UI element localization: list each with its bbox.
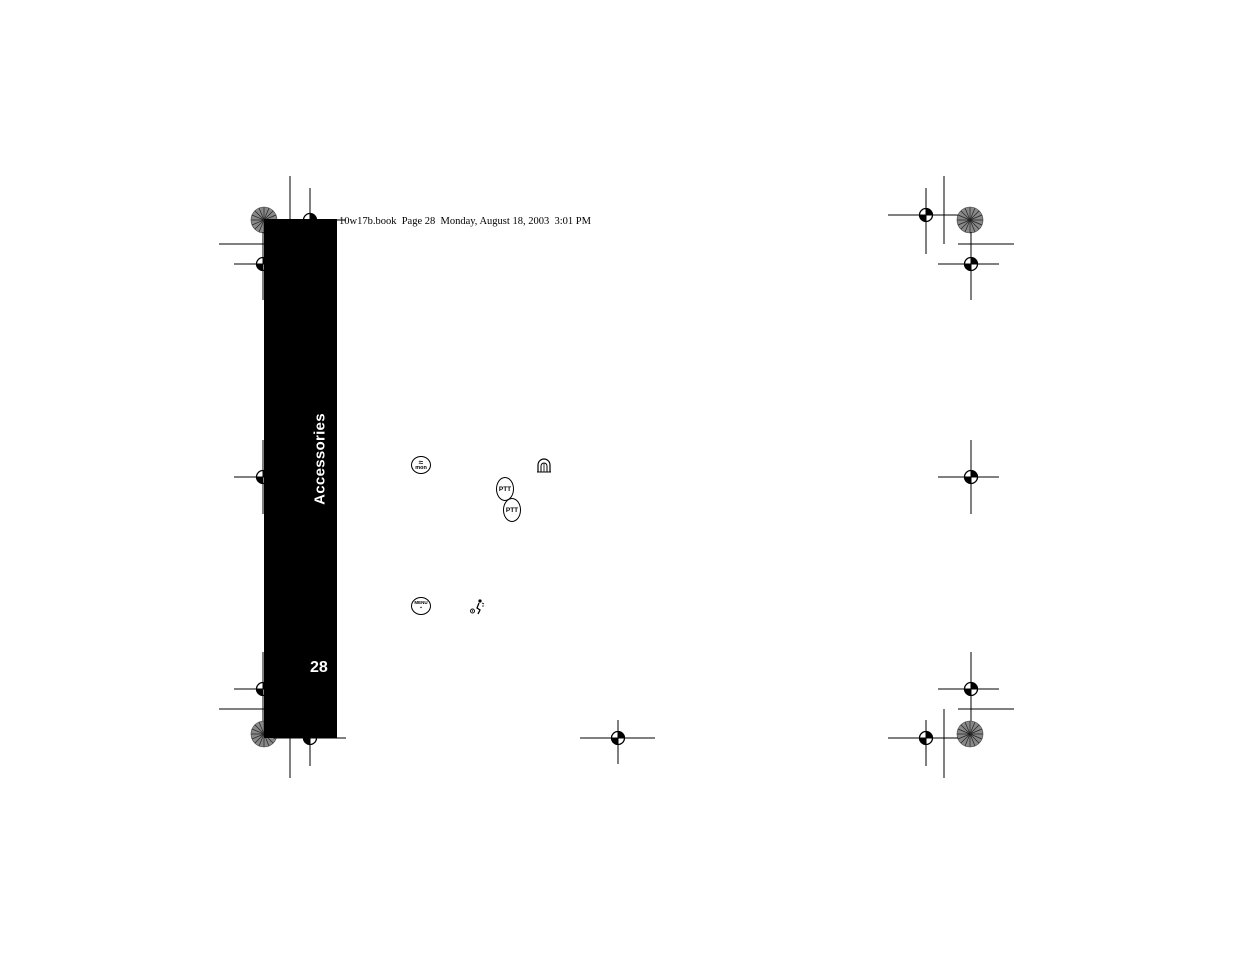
- menu-button-icon: MENU ▪: [411, 597, 431, 615]
- section-title: Accessories: [311, 413, 329, 505]
- page-number: 28: [310, 659, 328, 676]
- mon-button-icon: ≈ mon: [411, 456, 431, 474]
- ptt-button-label: PTT: [498, 485, 512, 493]
- vox-icon: [470, 599, 485, 615]
- book-header-line: 10w17b.book Page 28 Monday, August 18, 2…: [339, 216, 591, 227]
- menu-button-label: MENU: [414, 600, 428, 606]
- section-tab: [264, 219, 337, 738]
- ptt-button-label: PTT: [505, 506, 519, 514]
- lock-glyph: ▪: [420, 604, 422, 611]
- headset-icon: [537, 458, 551, 473]
- mon-button-label: mon: [415, 464, 427, 471]
- tilde-glyph: ≈: [418, 457, 424, 467]
- ptt-button-icon: PTT: [503, 498, 521, 522]
